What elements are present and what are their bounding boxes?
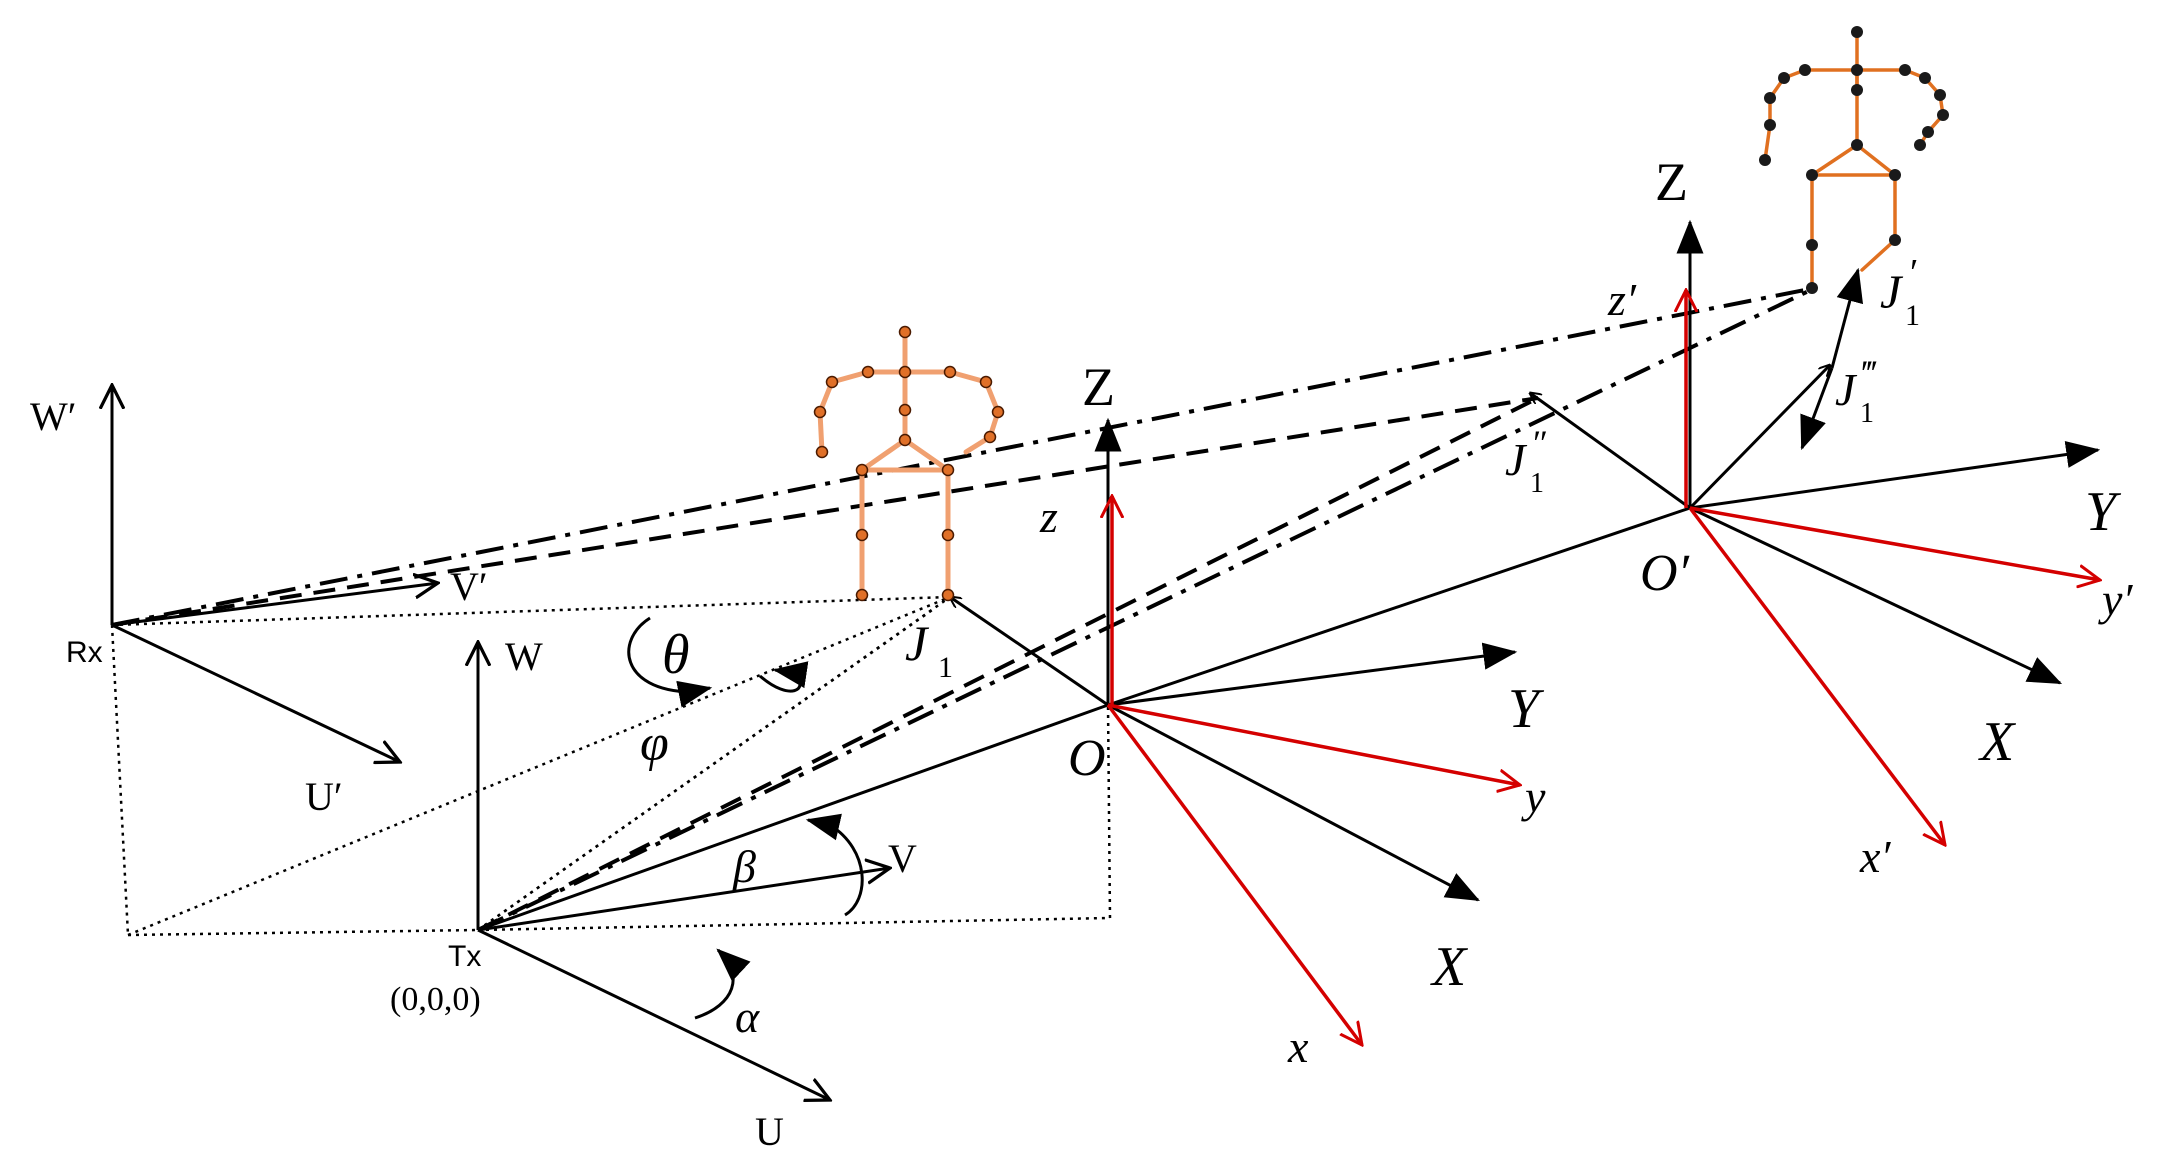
svg-text:′: ′ bbox=[1910, 252, 1918, 294]
frame-o-prime-Y-axis bbox=[1689, 441, 2101, 510]
dotted-construction-lines bbox=[110, 595, 1112, 937]
tx-coords-label: (0,0,0) bbox=[390, 981, 481, 1018]
rx-to-ground-dotted bbox=[110, 624, 130, 936]
rx-to-j1prime-dashdot bbox=[111, 286, 1816, 627]
v-label: V bbox=[888, 836, 917, 881]
v-prime-axis bbox=[111, 583, 438, 627]
u-prime-label: U′ bbox=[305, 774, 343, 819]
j1triple-down-arrow bbox=[1800, 367, 1834, 451]
phi-label: φ bbox=[640, 715, 669, 772]
frame-o-prime-y-label: y′ bbox=[2098, 574, 2133, 625]
signal-paths bbox=[111, 286, 1816, 932]
theta-label: θ bbox=[662, 624, 690, 686]
svg-text:‴: ‴ bbox=[1862, 353, 1877, 393]
svg-text:1: 1 bbox=[938, 651, 953, 684]
frame-o-prime-z-label: z′ bbox=[1607, 274, 1637, 325]
skeleton-near-j1-prime-joints bbox=[1759, 26, 1949, 294]
u-axis bbox=[477, 928, 830, 1100]
ground-left-dotted bbox=[127, 928, 479, 937]
frame-o-z-label: z bbox=[1039, 491, 1058, 542]
v-prime-label: V′ bbox=[450, 564, 488, 609]
j1triple-to-j1prime-arrow bbox=[1830, 267, 1864, 369]
rx-to-j1-dotted bbox=[111, 595, 951, 627]
frame-o-prime-Z-label: Z bbox=[1655, 152, 1688, 212]
frame-o-X-label: X bbox=[1430, 936, 1469, 998]
frame-o-prime-Y-label: Y bbox=[2085, 481, 2122, 543]
w-prime-label: W′ bbox=[30, 394, 77, 439]
angle-arcs bbox=[627, 616, 864, 1020]
svg-text:J: J bbox=[1880, 266, 1904, 319]
frame-o-prime-y-red-axis bbox=[1689, 506, 2100, 580]
frame-o-Y-label: Y bbox=[1508, 678, 1545, 740]
skeleton-near-j1-prime bbox=[1759, 26, 1949, 294]
beta-arc bbox=[805, 813, 864, 917]
frame-o-prime-x-red-axis bbox=[1688, 506, 1945, 845]
skeleton-near-j1-prime-bones bbox=[1763, 30, 1945, 290]
skeleton-near-j1-joints bbox=[813, 325, 1005, 602]
svg-text:J: J bbox=[905, 615, 930, 671]
frame-o-prime-X-label: X bbox=[1978, 711, 2017, 773]
svg-text:1: 1 bbox=[1860, 398, 1874, 429]
alpha-arc bbox=[694, 948, 751, 1020]
frame-o-red-axes bbox=[1108, 496, 1520, 1045]
frame-o-x-red-axis bbox=[1106, 703, 1362, 1045]
o-drop-dotted bbox=[1106, 704, 1112, 919]
frame-o-prime-X-axis bbox=[1689, 506, 2063, 685]
svg-text:1: 1 bbox=[1905, 299, 1920, 332]
ground-right-dotted bbox=[477, 916, 1111, 932]
rx-to-j1double-dashed bbox=[111, 396, 1539, 627]
baseline bbox=[477, 506, 1691, 932]
tx-to-j1prime-dashdot bbox=[477, 286, 1816, 932]
frame-o-black-axes bbox=[950, 417, 1518, 902]
rx-label: Rx bbox=[66, 636, 103, 669]
transmitter-axes bbox=[478, 642, 890, 1100]
j1-label: J 1 bbox=[905, 615, 953, 684]
frame-o-prime-x-label: x′ bbox=[1859, 831, 1891, 882]
o-to-j1-line bbox=[950, 597, 1109, 707]
svg-text:J: J bbox=[1835, 364, 1858, 415]
tx-to-o-line bbox=[477, 703, 1109, 932]
frame-o-prime-red-axes bbox=[1686, 290, 2100, 845]
frame-o-prime-black-axes bbox=[1530, 219, 2101, 685]
frame-o-Y-axis bbox=[1107, 642, 1518, 707]
o-prime-to-j1triple-line bbox=[1688, 365, 1830, 510]
w-label: W bbox=[505, 634, 543, 679]
u-label: U bbox=[755, 1109, 784, 1154]
receiver-axes bbox=[112, 385, 438, 762]
frame-o-prime-origin-label: O′ bbox=[1640, 545, 1691, 602]
skeleton-near-j1 bbox=[813, 325, 1005, 602]
frame-o-Z-label: Z bbox=[1082, 357, 1115, 417]
o-prime-to-j1double-line bbox=[1530, 393, 1691, 510]
frame-o-y-red-axis bbox=[1107, 703, 1520, 785]
j1-triple-prime-label: J 1 ‴ bbox=[1835, 353, 1877, 429]
frame-o-x-label: x bbox=[1287, 1021, 1309, 1072]
tx-label: Tx bbox=[448, 940, 481, 973]
svg-text:1: 1 bbox=[1530, 468, 1544, 499]
skeleton-near-j1-bones bbox=[817, 329, 1001, 598]
theta-arc bbox=[627, 616, 713, 708]
frame-o-origin-label: O bbox=[1068, 730, 1106, 787]
alpha-label: α bbox=[735, 991, 760, 1042]
phi-arc bbox=[759, 661, 809, 693]
j1-prime-label: J 1 ′ bbox=[1880, 252, 1920, 332]
j1-double-prime-label: J 1 ″ bbox=[1505, 423, 1548, 499]
u-prime-axis bbox=[111, 623, 400, 762]
svg-text:″: ″ bbox=[1533, 423, 1548, 463]
tx-to-j1-dotted-b bbox=[477, 606, 936, 932]
tx-to-j1double-dashed bbox=[477, 396, 1539, 932]
v-axis bbox=[477, 868, 890, 932]
svg-text:J: J bbox=[1505, 434, 1528, 485]
frame-o-y-label: y bbox=[1521, 771, 1546, 822]
o-to-o-prime-line bbox=[1107, 506, 1691, 707]
frame-o-X-axis bbox=[1107, 703, 1481, 902]
beta-label: β bbox=[732, 841, 756, 892]
